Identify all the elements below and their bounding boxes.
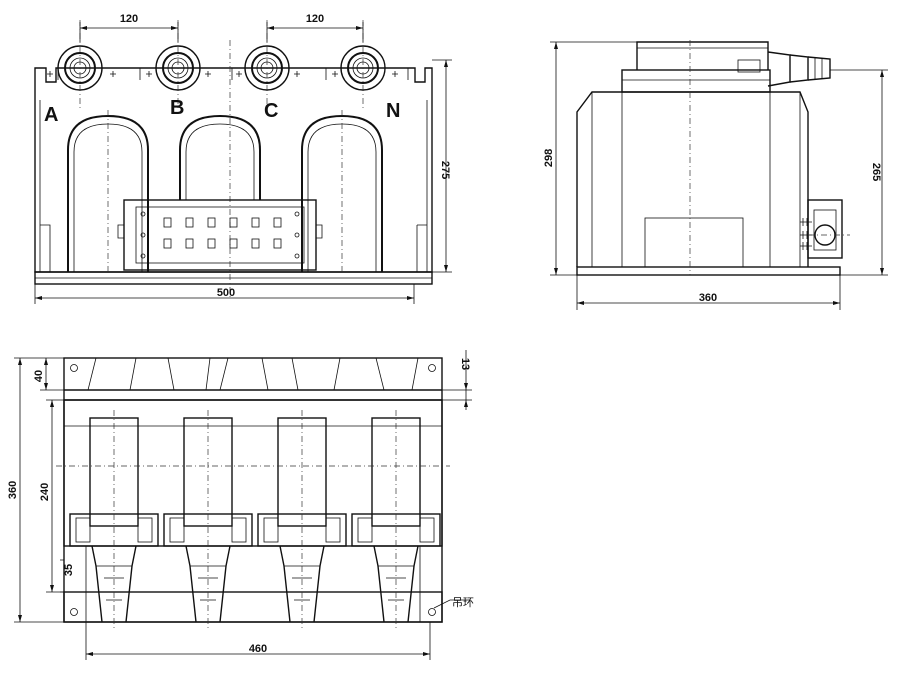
dim-top-overall-depth: 360 [7,481,19,499]
phase-label-n: N [386,100,400,122]
dim-front-width: 500 [217,287,235,299]
mount-hole-tl [70,364,78,372]
dim-top-inner-depth: 240 [39,483,51,501]
dim-front-height: 275 [439,161,451,179]
dim-top-side-offset: 13 [459,358,471,370]
dim-side-body-height: 265 [870,163,882,181]
dim-side-overall-height: 298 [543,149,555,167]
mount-hole-tr [428,364,436,372]
dim-bushing-spacing-right: 120 [306,13,324,25]
dim-side-depth: 360 [699,292,717,304]
bushing-bolts [47,71,398,77]
dim-bushing-spacing-left: 120 [120,13,138,25]
terminal-box [117,199,323,271]
phase-label-a: A [44,104,58,126]
front-view: A B C N 120 120 275 500 [34,13,452,304]
mount-hole-br [428,608,436,616]
side-terminal [800,199,843,259]
phase-label-c: C [264,100,278,122]
top-view: 360 40 240 35 13 460 吊环 [7,350,474,660]
phase-label-b: B [170,97,184,119]
mount-hole-bl [70,608,78,616]
dim-top-offset: 40 [33,370,45,382]
side-view: 298 265 360 [543,40,888,310]
dim-top-bottom-offset: 35 [63,564,75,576]
lifting-ring-label: 吊环 [452,596,474,609]
dim-top-bolt-spacing: 460 [249,643,267,655]
